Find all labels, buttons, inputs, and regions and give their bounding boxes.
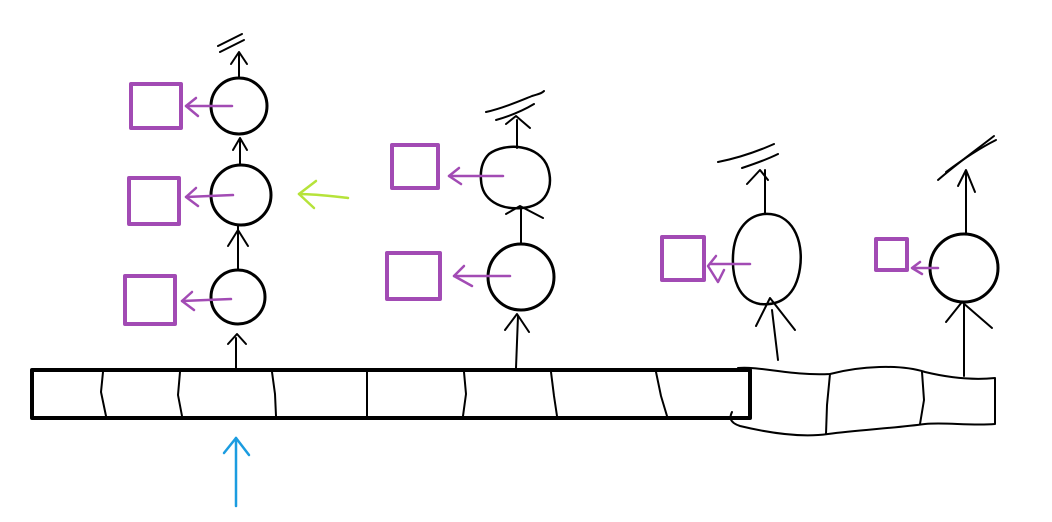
column-2 bbox=[385, 90, 556, 369]
token-bar-divider bbox=[550, 371, 558, 417]
connector bbox=[755, 297, 796, 331]
connector bbox=[504, 313, 530, 333]
column-1 bbox=[123, 33, 273, 369]
connector bbox=[771, 309, 779, 361]
token-bar-divider bbox=[655, 371, 668, 417]
connector bbox=[957, 169, 976, 193]
connector bbox=[515, 315, 519, 369]
token-bar-outline bbox=[30, 368, 752, 420]
connector bbox=[746, 169, 769, 185]
output-arrow bbox=[910, 260, 940, 276]
token-bar-divider bbox=[271, 371, 277, 417]
output-box bbox=[660, 235, 706, 282]
squiggle-icon bbox=[217, 33, 245, 53]
output-box bbox=[385, 251, 442, 301]
output-box bbox=[127, 176, 181, 226]
squiggle-icon bbox=[937, 135, 997, 181]
node-blob bbox=[479, 145, 552, 210]
tail-divider bbox=[825, 373, 831, 435]
connector bbox=[232, 137, 248, 151]
connector bbox=[505, 115, 531, 129]
output-arrow bbox=[180, 290, 233, 312]
connector bbox=[505, 205, 544, 219]
connector bbox=[227, 229, 249, 247]
output-box bbox=[123, 274, 177, 326]
token-bar bbox=[30, 368, 752, 420]
output-arrow bbox=[452, 264, 512, 288]
tail-outline bbox=[729, 365, 996, 437]
output-arrow bbox=[706, 254, 752, 284]
connector bbox=[945, 301, 993, 329]
tail-divider bbox=[919, 371, 925, 425]
output-box bbox=[874, 237, 909, 272]
column-4 bbox=[874, 135, 1000, 377]
output-arrow bbox=[184, 96, 234, 118]
node-blob bbox=[731, 212, 802, 306]
connector bbox=[227, 333, 247, 345]
left-arrow-icon bbox=[297, 179, 350, 210]
token-bar-divider bbox=[177, 371, 183, 417]
token-bar-tail bbox=[729, 365, 996, 437]
squiggle-icon bbox=[485, 90, 545, 121]
output-arrow bbox=[184, 186, 235, 208]
node-circle bbox=[209, 268, 267, 326]
token-bar-divider bbox=[462, 371, 467, 417]
token-bar-divider bbox=[100, 371, 107, 417]
output-box bbox=[129, 82, 183, 130]
output-arrow bbox=[447, 166, 505, 186]
squiggle-icon bbox=[717, 143, 779, 169]
up-arrow-icon bbox=[222, 436, 251, 508]
connector bbox=[230, 51, 248, 65]
column-3 bbox=[660, 143, 802, 361]
node-circle bbox=[928, 232, 1000, 304]
output-box bbox=[390, 143, 440, 190]
